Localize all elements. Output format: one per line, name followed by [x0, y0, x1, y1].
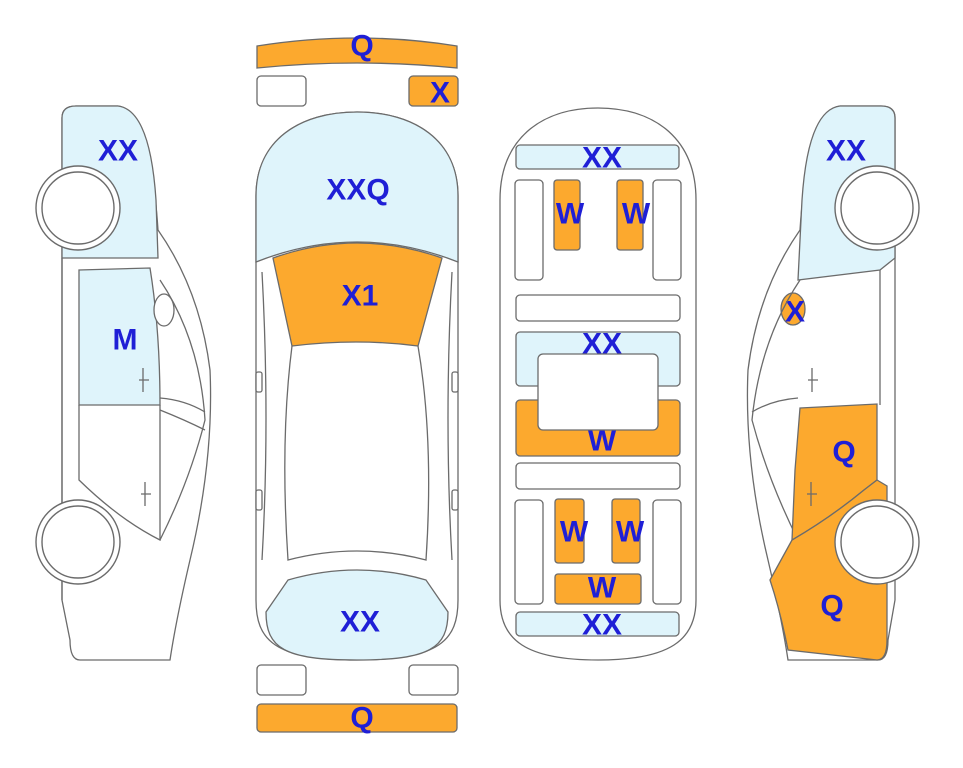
- rear-seat-right-panel[interactable]: [611, 498, 641, 564]
- left-rear-side-box: [514, 499, 544, 605]
- right-rear-handle: [807, 482, 817, 506]
- left-mirror: [153, 293, 175, 327]
- left-front-door-panel[interactable]: [78, 267, 161, 406]
- rear-bench-label: W: [588, 572, 617, 605]
- rear-window-panel[interactable]: [265, 569, 449, 661]
- rear-floor-label: XX: [582, 609, 622, 642]
- front-plate-label: X: [430, 77, 450, 110]
- rear-right-light[interactable]: [408, 664, 459, 696]
- front-seat-right-label: W: [622, 198, 651, 231]
- front-seat-left-panel[interactable]: [553, 179, 581, 251]
- roof-outline: [284, 345, 430, 561]
- rear-divider-box: [515, 462, 681, 490]
- left-sill-line: [159, 397, 206, 413]
- right-side-view: XX X Q Q: [746, 105, 920, 661]
- hood-panel[interactable]: [255, 111, 459, 263]
- right-rear-quarter-label: Q: [820, 590, 843, 623]
- left-rear-wheel-inner: [41, 505, 115, 579]
- left-sill-line-2: [159, 409, 206, 431]
- left-mirror-top: [255, 371, 263, 393]
- left-front-handle: [139, 368, 149, 392]
- left-front-side-box: [514, 179, 544, 281]
- left-side-view: XX M: [35, 105, 212, 661]
- right-sill-line: [751, 397, 799, 413]
- right-rear-wheel-inner: [840, 505, 914, 579]
- rear-seat-left-panel[interactable]: [554, 498, 585, 564]
- rear-seat-left-label: W: [560, 516, 589, 549]
- right-front-side-box: [652, 179, 682, 281]
- rear-window-label: XX: [340, 606, 380, 639]
- console-box: [537, 353, 659, 431]
- front-seat-right-panel[interactable]: [616, 179, 644, 251]
- left-window-line: [159, 279, 206, 541]
- left-pillar-line: [261, 271, 267, 561]
- rear-bumper-label: Q: [350, 702, 373, 735]
- front-left-light[interactable]: [256, 75, 307, 107]
- rear-bench-panel[interactable]: [554, 573, 642, 605]
- right-window-line: [751, 279, 801, 541]
- front-floor-panel[interactable]: [515, 144, 680, 170]
- top-view: Q X XXQ X1 XX Q: [255, 30, 459, 735]
- front-seat-left-label: W: [556, 198, 585, 231]
- front-divider-box: [515, 294, 681, 322]
- left-front-fender-label: XX: [98, 135, 138, 168]
- interior-view: XX W W XX W W W W XX: [499, 107, 697, 661]
- right-front-wheel-inner: [840, 171, 914, 245]
- right-front-fender-label: XX: [826, 135, 866, 168]
- left-handle-top: [255, 489, 263, 511]
- right-front-handle: [808, 368, 818, 392]
- right-rear-side-box: [652, 499, 682, 605]
- front-bumper-label: Q: [350, 30, 373, 63]
- windshield-label: X1: [342, 280, 379, 313]
- rear-left-light[interactable]: [256, 664, 307, 696]
- rear-bumper-panel[interactable]: [256, 703, 458, 733]
- windshield-panel[interactable]: [272, 242, 443, 347]
- right-pillar-line: [447, 271, 453, 561]
- hood-label: XXQ: [326, 174, 389, 207]
- front-floor-label: XX: [582, 142, 622, 175]
- front-plate-panel[interactable]: [408, 75, 459, 107]
- right-mirror-label: X: [785, 296, 805, 329]
- rear-seat-right-label: W: [616, 516, 645, 549]
- right-handle-top: [451, 489, 459, 511]
- left-rear-handle: [141, 482, 151, 506]
- left-door-line: [78, 405, 161, 542]
- left-front-wheel-inner: [41, 171, 115, 245]
- rear-floor-panel[interactable]: [515, 611, 680, 637]
- front-bumper-panel[interactable]: [256, 37, 458, 69]
- right-rear-door-label: Q: [832, 436, 855, 469]
- right-mirror-top: [451, 371, 459, 393]
- left-front-door-label: M: [113, 324, 138, 357]
